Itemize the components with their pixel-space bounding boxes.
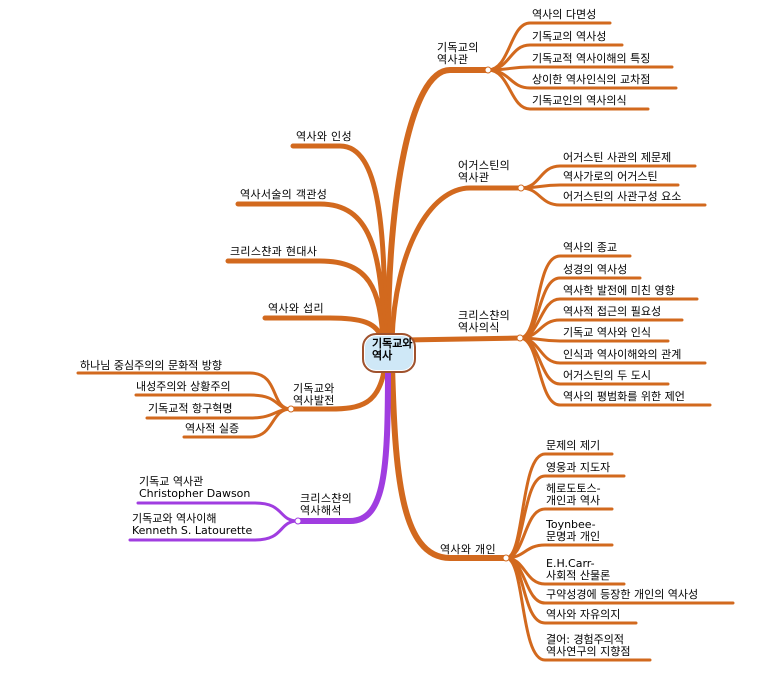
subtopic[interactable]: 문제의 제기 [546,439,601,452]
trunk-left-2 [235,201,387,343]
subtopic[interactable]: 기독교적 항구혁명 [148,402,233,415]
center-line1: 기독교와 [372,337,413,350]
subtopic[interactable]: 역사의 다면성 [532,8,597,21]
subtopic[interactable]: E.H.Carr-사회적 산물론 [546,557,611,582]
subtopic[interactable]: 기독교 역사와 인식 [563,326,651,339]
subtopic[interactable]: 역사의 종교 [563,241,618,254]
subtopic[interactable]: 헤로도토스-개인과 역사 [546,482,601,507]
center-line2: 역사 [372,349,393,362]
trunk-interpretation [295,365,391,524]
subtopic[interactable]: 역사가로의 어거스틴 [563,170,658,183]
trunk-christian-view [385,67,491,343]
subtopic[interactable]: 어거스틴의 두 도시 [563,369,651,382]
trunk-individual [389,362,509,561]
trunk-left-4 [262,315,385,343]
trunk-consciousness [402,335,523,343]
subtopic[interactable]: 역사적 실증 [185,422,240,435]
subtopic[interactable]: 역사의 평범화를 위한 제언 [563,390,685,403]
topic-left[interactable]: 역사와 인성 [296,130,352,143]
subtopic[interactable]: 어거스틴 사관의 제문제 [563,151,672,164]
subtopic[interactable]: 역사와 자유의지 [546,608,621,621]
subtopic[interactable]: 인식과 역사이해와의 관계 [563,348,682,361]
subtopic[interactable]: 영웅과 지도자 [546,461,611,474]
subtopic[interactable]: Toynbee-문명과 개인 [546,518,601,543]
subtopic[interactable]: 하나님 중심주의의 문화적 방향 [80,359,223,372]
topic-left[interactable]: 역사서술의 객관성 [240,188,328,201]
subtopic[interactable]: 역사적 접근의 필요성 [563,305,662,318]
topic-left[interactable]: 크리스챤과 현대사 [230,245,318,258]
trunk-augustine [389,185,524,343]
subtopic[interactable]: 내성주의와 상황주의 [136,380,231,393]
subtopic[interactable]: 기독교인의 역사의식 [532,94,627,107]
subtopic[interactable]: 기독교의 역사성 [532,30,607,43]
subtopic[interactable]: 기독교적 역사이해의 특징 [532,52,651,65]
subtopic[interactable]: 구약성경에 등장한 개인의 역사성 [546,588,699,601]
trunk-left-3 [225,258,386,343]
trunk-development [288,362,388,412]
subtopic[interactable]: 역사학 발전에 미친 영향 [563,284,675,297]
subtopic[interactable]: 상이한 역사인식의 교차점 [532,73,651,86]
topic-individual[interactable]: 역사와 개인 [440,543,496,556]
subtopic[interactable]: 어거스틴의 사관구성 요소 [563,190,682,203]
trunk-left-1 [290,143,388,343]
topic-left[interactable]: 역사와 섭리 [268,302,324,315]
subtopic[interactable]: 성경의 역사성 [563,263,628,276]
